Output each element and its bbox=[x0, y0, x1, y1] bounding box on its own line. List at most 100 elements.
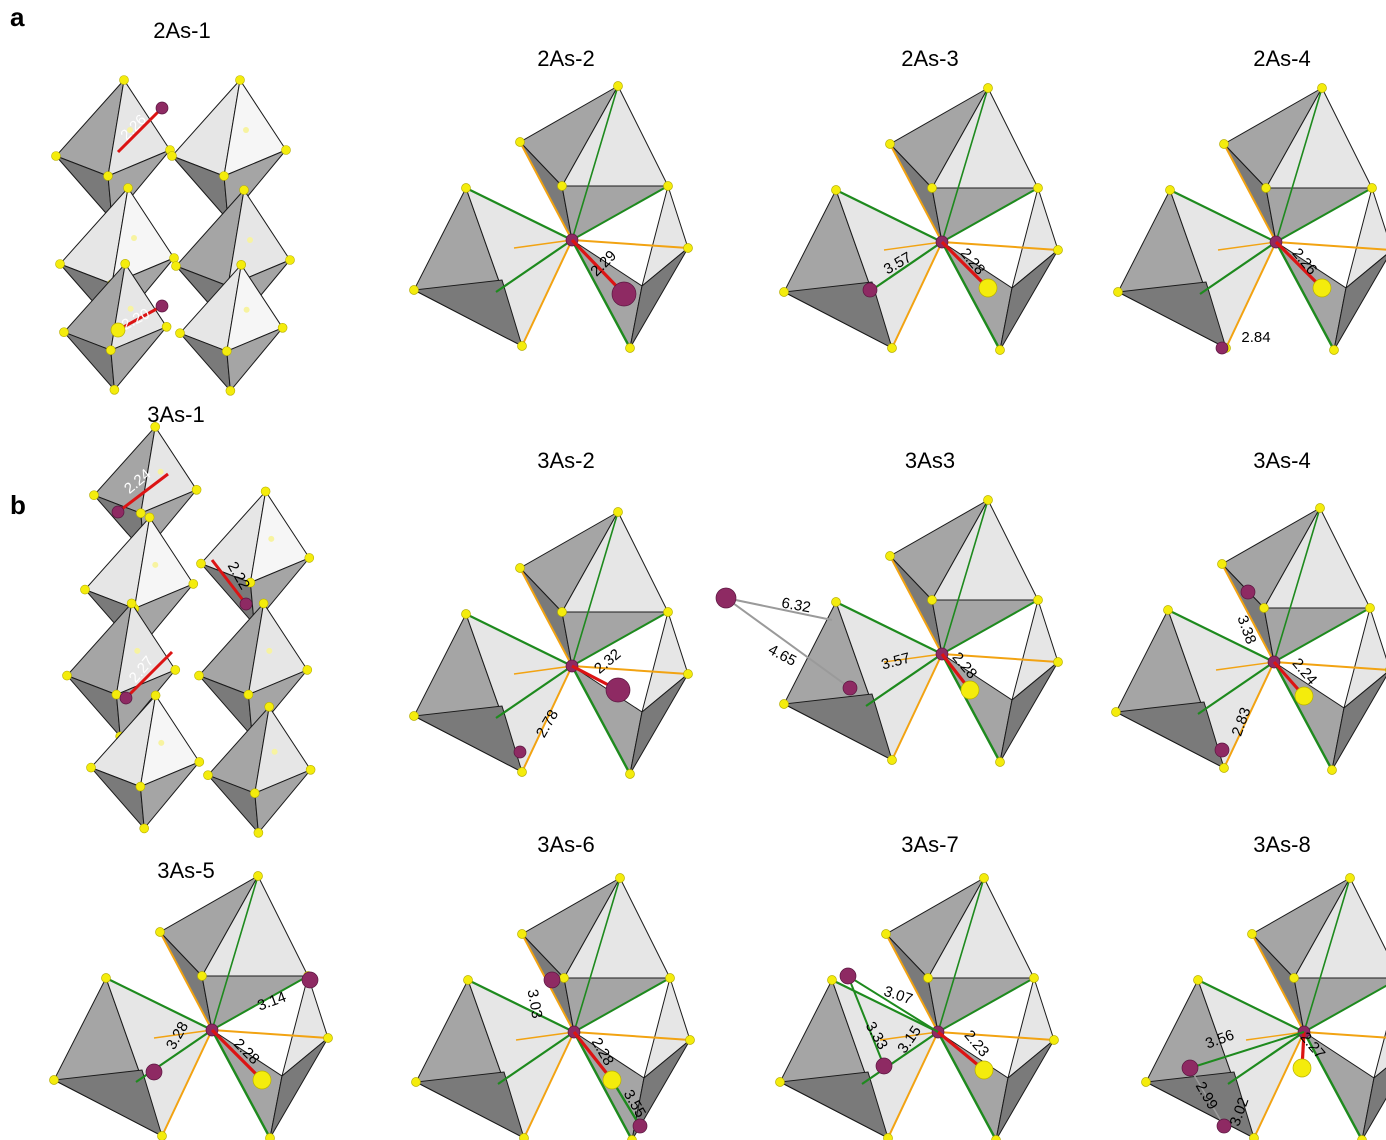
bond bbox=[940, 240, 990, 290]
s-atom bbox=[1315, 503, 1325, 513]
s-atom bbox=[1163, 605, 1173, 615]
s-atom bbox=[252, 1070, 272, 1090]
bond bbox=[571, 85, 619, 241]
s-atom bbox=[1049, 1035, 1059, 1045]
s-atom bbox=[197, 971, 207, 981]
bond bbox=[211, 975, 309, 1031]
bond bbox=[937, 1031, 1055, 1041]
s-atom-hidden bbox=[157, 468, 164, 475]
as-atom bbox=[119, 691, 133, 705]
bond bbox=[941, 241, 1059, 251]
panel-title: 3As-8 bbox=[1253, 832, 1310, 857]
s-atom bbox=[194, 670, 204, 681]
as-atom bbox=[1240, 584, 1256, 600]
polyhedron-face bbox=[1333, 254, 1386, 351]
s-atom bbox=[883, 1133, 893, 1140]
s-atom bbox=[625, 343, 635, 353]
s-atom bbox=[1261, 183, 1271, 193]
s-atom bbox=[302, 665, 313, 675]
bond bbox=[467, 979, 575, 1033]
bond bbox=[936, 1030, 986, 1072]
bond bbox=[847, 975, 885, 1067]
s-atom bbox=[1367, 183, 1377, 193]
polyhedron-face bbox=[782, 693, 893, 761]
panel-title: 2As-4 bbox=[1253, 46, 1310, 71]
polyhedron-face bbox=[631, 1039, 691, 1140]
bond bbox=[519, 567, 573, 667]
s-atom bbox=[49, 1075, 59, 1085]
s-atom bbox=[683, 669, 693, 679]
as-atom bbox=[155, 101, 169, 115]
s-atom bbox=[86, 762, 96, 773]
s-atom bbox=[245, 577, 256, 588]
panel-title: 2As-2 bbox=[537, 46, 594, 71]
s-atom bbox=[155, 927, 165, 937]
bond bbox=[891, 653, 943, 761]
bond bbox=[865, 653, 943, 707]
bond bbox=[1303, 984, 1386, 1033]
s-atom bbox=[974, 1060, 994, 1080]
s-atom bbox=[517, 929, 527, 939]
s-atom bbox=[1029, 973, 1039, 983]
s-atom bbox=[1259, 603, 1269, 613]
as-atom bbox=[611, 281, 637, 307]
s-atom bbox=[1292, 1058, 1312, 1078]
s-atom bbox=[995, 345, 1005, 355]
bond bbox=[1169, 189, 1277, 243]
s-atom bbox=[627, 1135, 637, 1140]
octahedron-face bbox=[139, 761, 200, 830]
bond bbox=[889, 555, 943, 655]
s-atom bbox=[243, 689, 254, 700]
bond bbox=[519, 141, 573, 241]
bond bbox=[1275, 187, 1373, 243]
s-atom bbox=[1053, 245, 1063, 255]
bond bbox=[891, 241, 943, 349]
bond bbox=[1225, 241, 1277, 349]
s-atom bbox=[411, 1077, 421, 1087]
s-atom bbox=[1217, 559, 1227, 569]
s-atom bbox=[683, 243, 693, 253]
s-atom bbox=[515, 563, 525, 573]
s-atom bbox=[281, 145, 291, 155]
bond bbox=[523, 1031, 575, 1139]
bond bbox=[571, 185, 669, 241]
s-atom bbox=[1111, 707, 1121, 717]
octahedron-face bbox=[226, 327, 283, 393]
polyhedron-face bbox=[571, 665, 643, 776]
s-atom bbox=[927, 595, 937, 605]
bond bbox=[725, 597, 851, 689]
s-atom bbox=[887, 755, 897, 765]
bond bbox=[1272, 661, 1334, 771]
s-atom bbox=[305, 764, 316, 775]
as-atom bbox=[875, 1057, 893, 1075]
s-atom-hidden bbox=[243, 306, 250, 313]
s-atom bbox=[194, 757, 205, 767]
s-atom-hidden bbox=[134, 647, 141, 654]
polyhedron-face bbox=[778, 1071, 889, 1139]
panel-title: 3As-5 bbox=[157, 858, 214, 883]
polyhedron-face bbox=[629, 673, 689, 775]
octahedron-face bbox=[254, 769, 311, 835]
s-atom bbox=[779, 699, 789, 709]
s-atom bbox=[285, 255, 295, 265]
bond bbox=[513, 239, 573, 249]
bond bbox=[495, 665, 573, 719]
polyhedron-face bbox=[995, 1039, 1055, 1140]
bond bbox=[570, 239, 632, 349]
s-atom bbox=[225, 385, 236, 396]
bond bbox=[1221, 563, 1275, 663]
s-atom bbox=[62, 670, 72, 681]
bond bbox=[889, 143, 943, 243]
octahedron-face bbox=[110, 326, 167, 392]
bond bbox=[1273, 661, 1386, 671]
s-atom bbox=[885, 139, 895, 149]
bond bbox=[570, 238, 626, 296]
s-atom bbox=[51, 151, 61, 161]
as-atom bbox=[543, 971, 561, 989]
as-atom bbox=[842, 680, 858, 696]
as-atom bbox=[301, 971, 319, 989]
bond bbox=[879, 1031, 939, 1041]
s-atom bbox=[461, 183, 471, 193]
as-atom bbox=[605, 677, 631, 703]
s-atom bbox=[101, 973, 111, 983]
